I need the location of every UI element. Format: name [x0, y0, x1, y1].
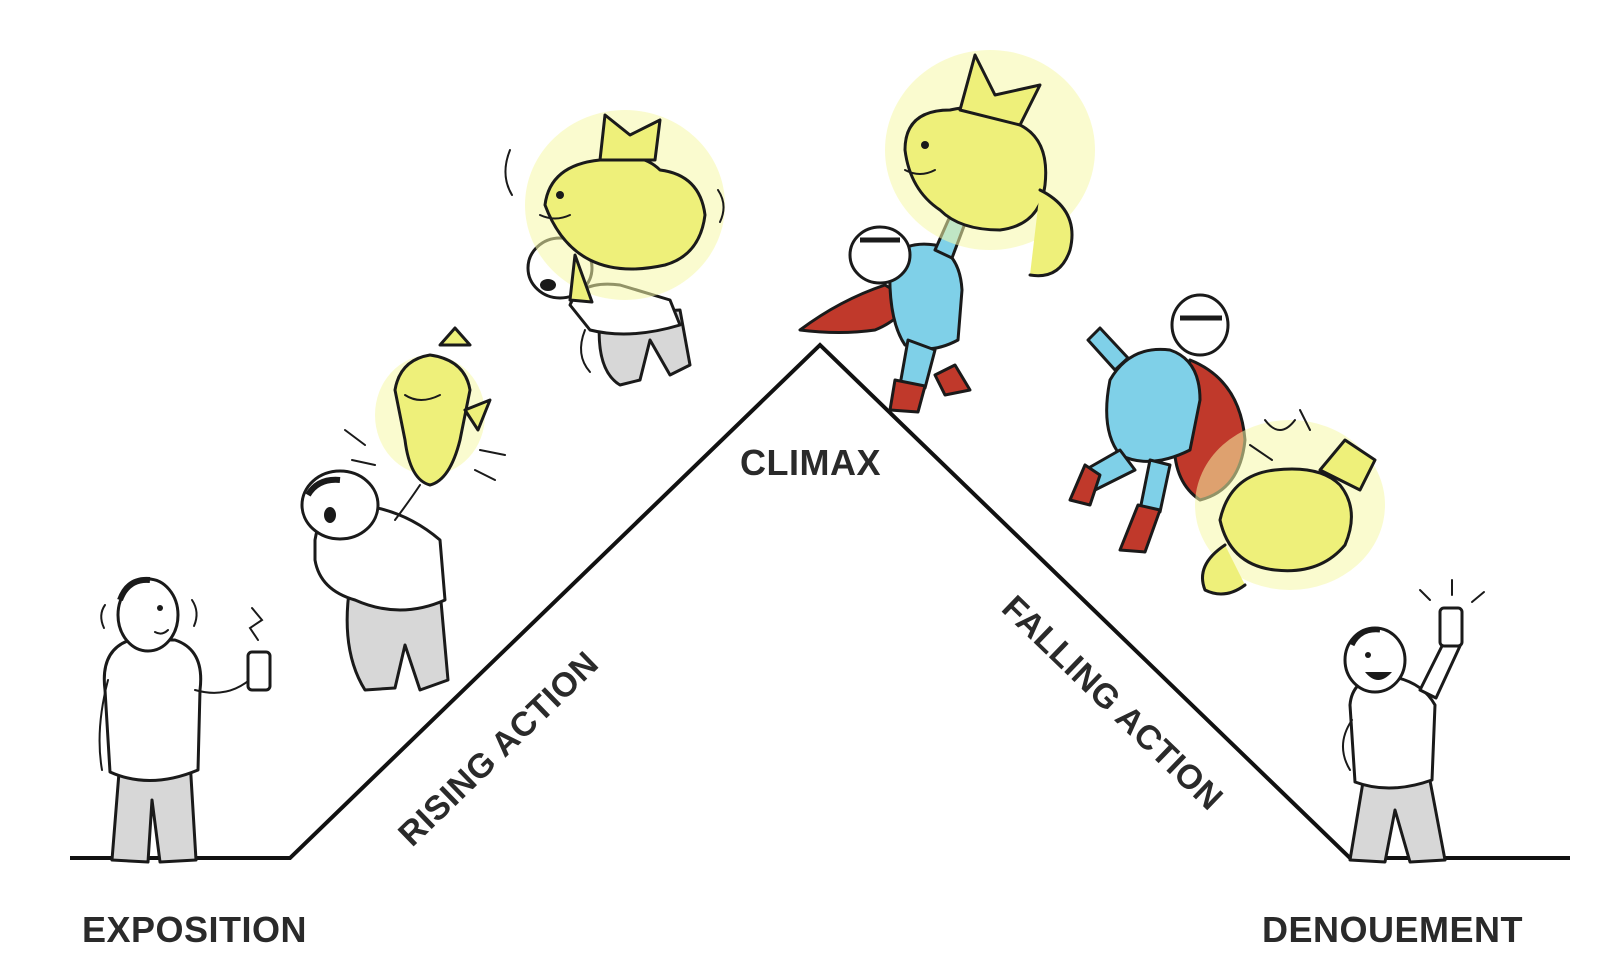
- superhero-kicking-dragon-illustration: [1068, 293, 1385, 596]
- plot-line: [70, 342, 1570, 860]
- man-attacked-by-small-dragon-illustration: [300, 326, 506, 692]
- man-crushed-by-dragon-illustration: [504, 110, 725, 387]
- happy-man-raising-phone-illustration: [1342, 579, 1485, 864]
- label-denouement: DENOUEMENT: [1262, 909, 1523, 950]
- label-exposition: EXPOSITION: [82, 909, 307, 950]
- label-falling-action: FALLING ACTION: [994, 588, 1230, 817]
- label-climax: CLIMAX: [740, 442, 881, 483]
- superhero-lifting-dragon-illustration: [798, 50, 1095, 414]
- man-with-phone-illustration: [98, 576, 272, 864]
